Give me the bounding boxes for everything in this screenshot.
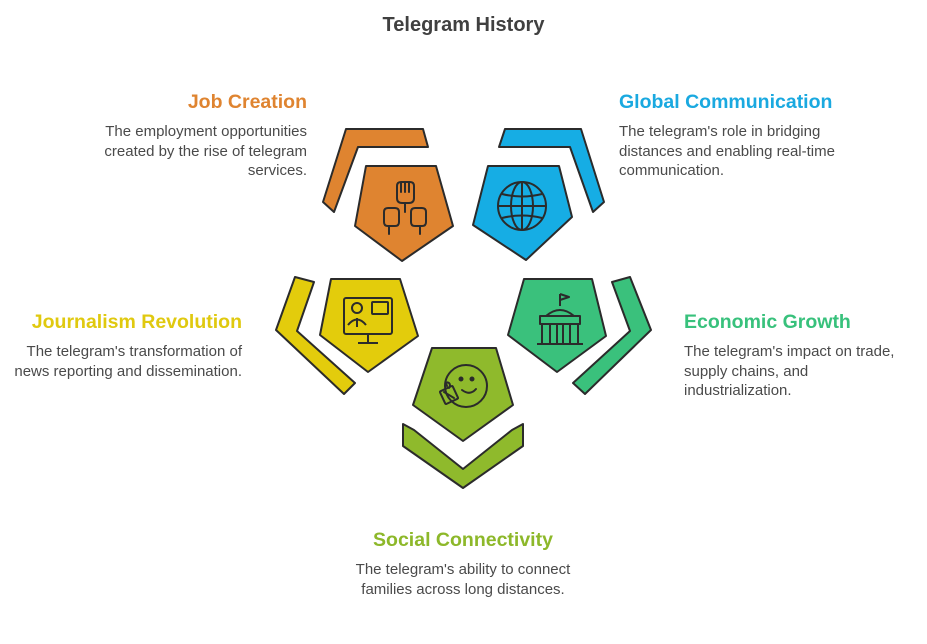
economic-growth-block: Economic Growth The telegram's impact on… bbox=[684, 310, 919, 401]
global-communication-description: The telegram's role in bridging distance… bbox=[619, 123, 835, 179]
social-connectivity-heading: Social Connectivity bbox=[373, 529, 553, 551]
raised-fists-icon bbox=[383, 181, 427, 235]
smiley-gift-icon bbox=[439, 364, 488, 408]
government-building-icon bbox=[537, 293, 583, 345]
social-connectivity-description: The telegram's ability to connect famili… bbox=[355, 561, 571, 598]
video-presentation-icon bbox=[343, 297, 393, 344]
job-creation-block: Job Creation The employment opportunitie… bbox=[60, 90, 307, 181]
journalism-revolution-block: Journalism Revolution The telegram's tra… bbox=[0, 310, 242, 381]
economic-growth-description: The telegram's impact on trade, supply c… bbox=[684, 343, 895, 399]
job-outer-bracket bbox=[322, 128, 429, 213]
economic-outer-bracket bbox=[572, 276, 652, 395]
job-creation-description: The employment opportunities created by … bbox=[104, 123, 307, 179]
job-creation-heading: Job Creation bbox=[187, 91, 307, 113]
globe-icon bbox=[497, 181, 547, 231]
journalism-outer-bracket bbox=[275, 276, 356, 395]
economic-growth-heading: Economic Growth bbox=[684, 311, 851, 333]
journalism-revolution-heading: Journalism Revolution bbox=[31, 311, 242, 333]
journalism-revolution-description: The telegram's transformation of news re… bbox=[14, 343, 242, 380]
journalism-pentagon bbox=[319, 278, 419, 373]
social-pentagon bbox=[412, 347, 514, 442]
global-communication-block: Global Communication The telegram's role… bbox=[619, 90, 859, 181]
global-outer-bracket bbox=[498, 128, 605, 213]
job-pentagon bbox=[354, 165, 454, 262]
social-connectivity-block: Social Connectivity The telegram's abili… bbox=[330, 528, 596, 599]
global-communication-heading: Global Communication bbox=[619, 91, 833, 113]
social-outer-bracket bbox=[402, 423, 524, 489]
diagram-title: Telegram History bbox=[382, 14, 545, 36]
